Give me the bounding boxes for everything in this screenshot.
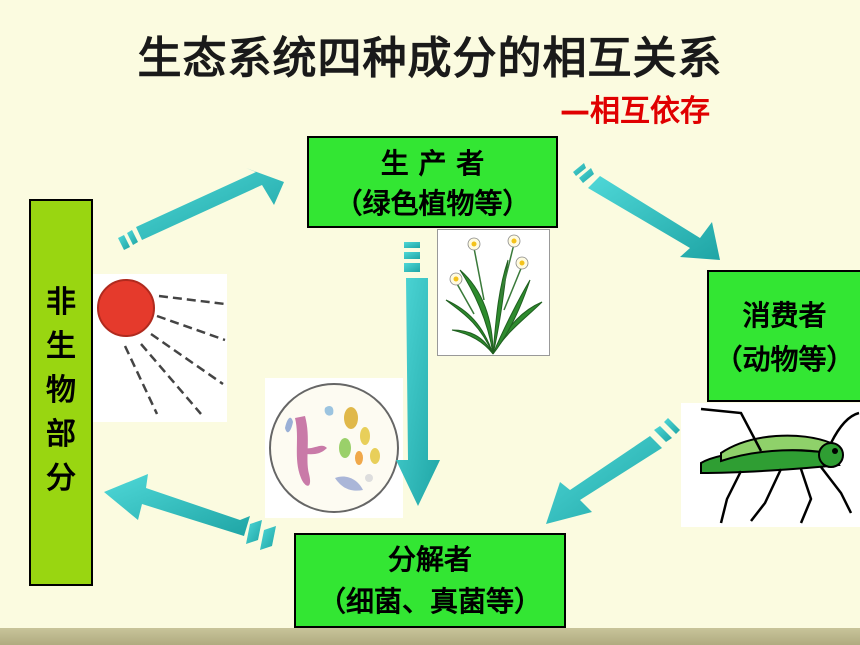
- page-subtitle: —相互依存: [560, 94, 710, 129]
- abiotic-char: 部: [46, 417, 76, 452]
- arrow-producer-to-decomposer: [396, 242, 440, 506]
- sun-icon: [97, 279, 226, 415]
- producer-examples: （绿色植物等）: [334, 187, 531, 220]
- microbe-icon: [269, 383, 399, 513]
- sun-picture: [91, 274, 227, 422]
- decomposer-box: 分解者 （细菌、真菌等）: [294, 533, 566, 628]
- bottom-band: [0, 628, 860, 645]
- abiotic-box: 非 生 物 部 分: [29, 199, 93, 586]
- page-title: 生态系统四种成分的相互关系: [137, 33, 723, 84]
- abiotic-char: 非: [46, 285, 76, 320]
- arrow-decomposer-to-abiotic: [104, 474, 276, 550]
- arrow-producer-to-consumer: [573, 163, 720, 260]
- consumer-title: 消费者: [742, 299, 827, 332]
- decomposer-title: 分解者: [387, 543, 472, 576]
- grasshopper-picture: [681, 403, 860, 527]
- consumer-examples: （动物等）: [714, 343, 855, 376]
- abiotic-char: 生: [46, 329, 76, 364]
- producer-box: 生 产 者 （绿色植物等）: [307, 136, 558, 228]
- abiotic-char: 分: [46, 461, 76, 496]
- decomposer-examples: （细菌、真菌等）: [317, 585, 542, 618]
- microbe-picture: [265, 378, 403, 518]
- arrow-consumer-to-decomposer: [546, 418, 680, 524]
- arrow-abiotic-to-producer: [118, 168, 284, 250]
- grasshopper-icon: [700, 407, 860, 524]
- producer-title: 生 产 者: [380, 147, 485, 180]
- consumer-box: 消费者 （动物等）: [707, 270, 860, 402]
- abiotic-char: 物: [46, 373, 76, 408]
- flower-picture: [437, 229, 550, 356]
- flower-icon: [445, 234, 543, 355]
